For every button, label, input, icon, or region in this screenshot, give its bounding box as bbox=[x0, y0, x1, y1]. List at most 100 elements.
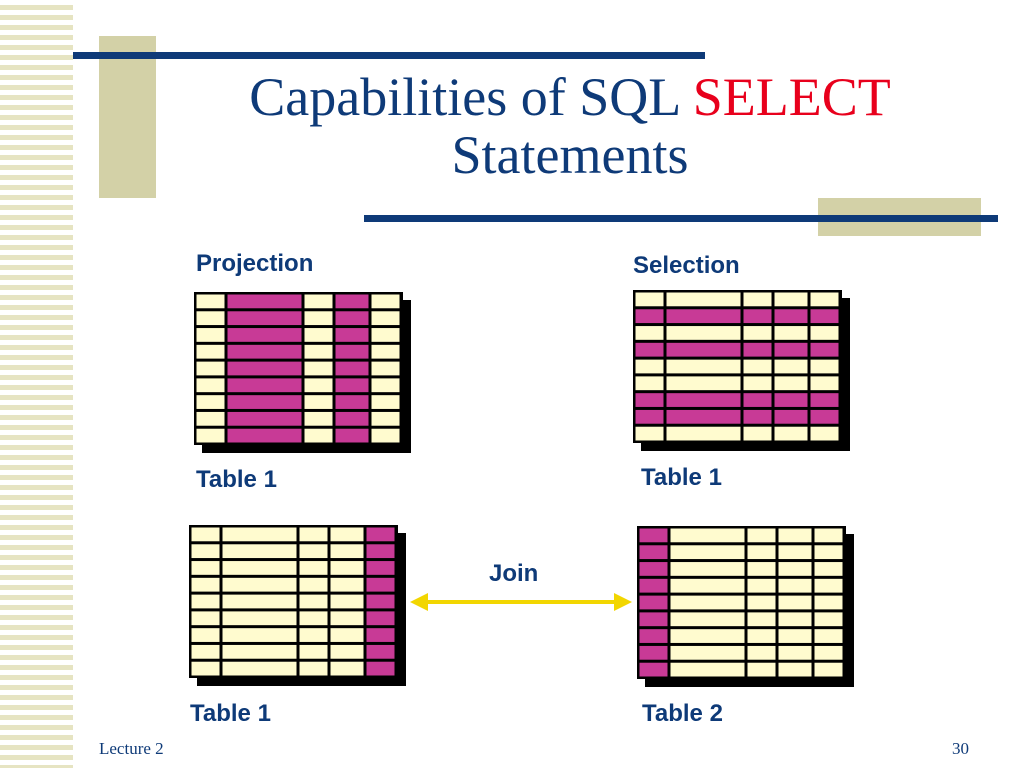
table-cell bbox=[778, 578, 812, 593]
table-cell-highlighted bbox=[639, 562, 668, 576]
table-cell bbox=[196, 378, 225, 393]
table-cell-highlighted bbox=[635, 393, 664, 407]
table-cell bbox=[778, 595, 812, 610]
table-cell bbox=[196, 294, 225, 309]
table-cell bbox=[743, 326, 772, 340]
table-cell bbox=[304, 428, 333, 443]
table-cell bbox=[747, 629, 776, 643]
table-cell bbox=[814, 545, 843, 560]
table-cell bbox=[222, 577, 297, 592]
table-cell bbox=[222, 611, 297, 626]
join-left-table-grid bbox=[189, 525, 398, 678]
table-cell bbox=[635, 326, 664, 340]
table-cell bbox=[778, 612, 812, 627]
table-cell-highlighted bbox=[810, 409, 839, 424]
join-right-table-grid bbox=[637, 526, 846, 679]
table-cell bbox=[778, 528, 812, 543]
table-cell bbox=[304, 294, 333, 309]
table-cell bbox=[670, 562, 745, 576]
table-cell bbox=[191, 577, 220, 592]
table-cell-highlighted bbox=[366, 577, 395, 592]
table-cell bbox=[196, 344, 225, 359]
table-cell bbox=[371, 428, 400, 443]
table-cell bbox=[330, 644, 364, 659]
table-cell bbox=[330, 561, 364, 575]
table-cell bbox=[670, 595, 745, 610]
projection-heading: Projection bbox=[196, 250, 314, 277]
table-cell-highlighted bbox=[743, 309, 772, 324]
table-cell bbox=[191, 628, 220, 642]
table-cell bbox=[304, 395, 333, 409]
table-cell bbox=[635, 376, 664, 391]
table-cell bbox=[330, 628, 364, 642]
table-cell bbox=[814, 645, 843, 660]
table-cell-highlighted bbox=[227, 328, 302, 342]
table-cell bbox=[299, 544, 328, 559]
table-cell-highlighted bbox=[335, 311, 369, 326]
table-cell bbox=[299, 561, 328, 575]
join-left-table-caption: Table 1 bbox=[190, 700, 271, 727]
table-cell bbox=[222, 594, 297, 609]
projection-table-grid bbox=[194, 292, 403, 445]
table-cell bbox=[814, 629, 843, 643]
table-cell bbox=[191, 661, 220, 676]
table-cell-highlighted bbox=[366, 611, 395, 626]
table-cell-highlighted bbox=[227, 395, 302, 409]
title-accent-block-left bbox=[99, 36, 156, 198]
table-cell-highlighted bbox=[335, 344, 369, 359]
table-cell-highlighted bbox=[635, 342, 664, 357]
table-cell bbox=[191, 527, 220, 542]
table-cell-highlighted bbox=[366, 628, 395, 642]
table-cell bbox=[778, 645, 812, 660]
footer-page-number: 30 bbox=[952, 739, 969, 758]
table-cell bbox=[774, 376, 808, 391]
table-cell-highlighted bbox=[639, 578, 668, 593]
table-cell bbox=[191, 611, 220, 626]
table-cell bbox=[196, 411, 225, 426]
table-cell bbox=[371, 311, 400, 326]
table-cell-highlighted bbox=[227, 411, 302, 426]
table-cell bbox=[747, 578, 776, 593]
title-keyword-select: SELECT bbox=[692, 67, 891, 127]
table-cell-highlighted bbox=[335, 328, 369, 342]
table-cell bbox=[666, 359, 741, 374]
table-cell-highlighted bbox=[639, 662, 668, 677]
table-cell bbox=[299, 628, 328, 642]
table-cell-highlighted bbox=[635, 409, 664, 424]
table-cell bbox=[191, 594, 220, 609]
table-cell bbox=[666, 326, 741, 340]
table-cell bbox=[299, 661, 328, 676]
footer-lecture-label: Lecture 2 bbox=[99, 739, 164, 758]
table-cell-highlighted bbox=[810, 342, 839, 357]
table-cell-highlighted bbox=[366, 527, 395, 542]
table-cell bbox=[810, 376, 839, 391]
table-cell bbox=[330, 577, 364, 592]
table-cell-highlighted bbox=[639, 528, 668, 543]
table-cell-highlighted bbox=[774, 342, 808, 357]
table-cell-highlighted bbox=[227, 344, 302, 359]
table-cell-highlighted bbox=[810, 309, 839, 324]
join-arrow-head-left bbox=[410, 593, 428, 611]
title-text: Capabilities of SQL bbox=[249, 67, 693, 127]
table-cell bbox=[371, 344, 400, 359]
table-cell bbox=[810, 326, 839, 340]
table-cell bbox=[814, 528, 843, 543]
table-cell-highlighted bbox=[366, 594, 395, 609]
table-cell bbox=[299, 611, 328, 626]
table-cell bbox=[743, 376, 772, 391]
table-cell bbox=[635, 292, 664, 307]
table-cell bbox=[743, 426, 772, 441]
table-cell bbox=[814, 662, 843, 677]
table-cell bbox=[743, 359, 772, 374]
table-cell bbox=[747, 662, 776, 677]
table-cell bbox=[299, 527, 328, 542]
table-cell bbox=[196, 361, 225, 376]
join-label: Join bbox=[489, 560, 539, 587]
table-cell-highlighted bbox=[335, 294, 369, 309]
table-cell-highlighted bbox=[666, 393, 741, 407]
table-cell bbox=[371, 361, 400, 376]
table-cell bbox=[774, 326, 808, 340]
selection-table-caption: Table 1 bbox=[641, 464, 722, 491]
table-cell bbox=[747, 545, 776, 560]
table-cell bbox=[222, 628, 297, 642]
